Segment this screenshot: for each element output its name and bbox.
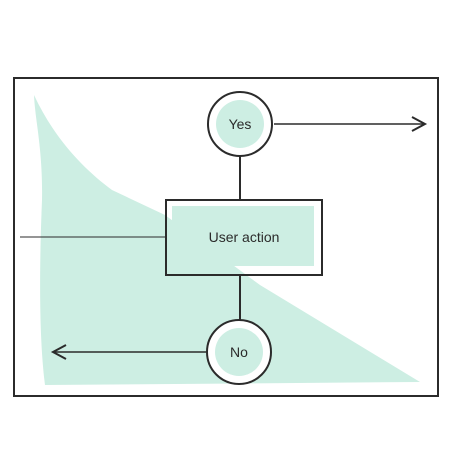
no-circle-fill bbox=[215, 328, 263, 376]
outer-frame bbox=[13, 77, 439, 397]
action-box-fill bbox=[172, 206, 314, 266]
yes-arrow-head bbox=[411, 116, 428, 132]
yes-circle-fill bbox=[216, 100, 264, 148]
accent-wedge bbox=[34, 95, 420, 385]
no-label: No bbox=[230, 344, 248, 360]
action-label: User action bbox=[209, 229, 280, 245]
no-arrow-head bbox=[50, 344, 67, 360]
yes-label: Yes bbox=[229, 116, 252, 132]
action-box bbox=[165, 199, 323, 276]
